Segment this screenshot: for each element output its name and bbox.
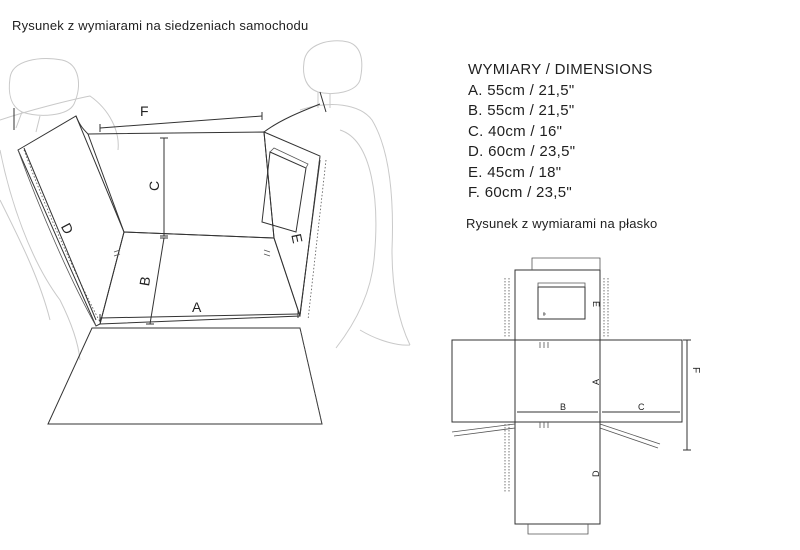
seat-cover-flat <box>451 257 683 535</box>
title-flat-drawing: Rysunek z wymiarami na płasko <box>466 216 658 231</box>
dimensions-list: WYMIARY / DIMENSIONS A. 55cm / 21,5" B. … <box>468 60 653 204</box>
dimension-e: E. 45cm / 18" <box>468 163 562 181</box>
dimension-a: A. 55cm / 21,5" <box>468 81 575 99</box>
dims-perspective <box>23 112 321 325</box>
dims-flat <box>517 272 691 522</box>
dimension-c: C. 40cm / 16" <box>468 122 563 140</box>
labels-flat: E A D B C F <box>560 301 701 477</box>
flat-label-b: B <box>560 402 566 412</box>
dimension-f: F. 60cm / 23,5" <box>468 184 573 201</box>
label-b: B <box>136 275 153 287</box>
flat-label-d: D <box>591 470 601 477</box>
car-seats-outline <box>0 40 411 361</box>
dimension-b: B. 55cm / 21,5" <box>468 102 575 119</box>
dimension-d: D. 60cm / 23,5" <box>468 143 576 160</box>
dimensions-header: WYMIARY / DIMENSIONS <box>468 61 653 78</box>
flat-label-c: C <box>638 402 645 412</box>
label-d: D <box>58 220 77 236</box>
label-f: F <box>140 103 149 119</box>
seat-cover-perspective <box>13 91 327 425</box>
label-e: E <box>288 232 306 244</box>
label-c: C <box>146 181 162 191</box>
flat-label-a: A <box>591 379 601 385</box>
flat-label-f: F <box>690 367 701 373</box>
label-a: A <box>192 299 202 315</box>
flat-label-e: E <box>591 301 601 307</box>
labels-perspective: F C B A D E <box>58 103 306 315</box>
title-seat-drawing: Rysunek z wymiarami na siedzeniach samoc… <box>12 18 309 33</box>
